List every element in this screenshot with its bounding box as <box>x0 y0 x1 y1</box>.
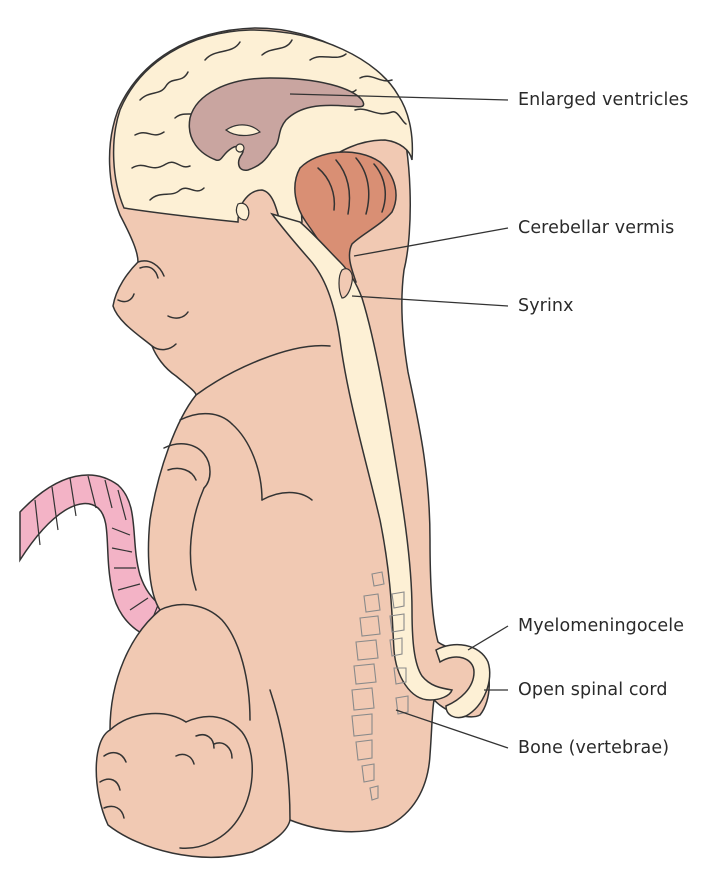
leader-myelomeningocele <box>468 626 508 650</box>
label-open-spinal-cord: Open spinal cord <box>518 680 668 700</box>
label-cerebellar-vermis: Cerebellar vermis <box>518 218 674 238</box>
label-myelomeningocele: Myelomeningocele <box>518 616 684 636</box>
label-bone-vertebrae: Bone (vertebrae) <box>518 738 669 758</box>
label-syrinx: Syrinx <box>518 296 574 316</box>
label-enlarged-ventricles: Enlarged ventricles <box>518 90 689 110</box>
foramen <box>236 144 244 152</box>
